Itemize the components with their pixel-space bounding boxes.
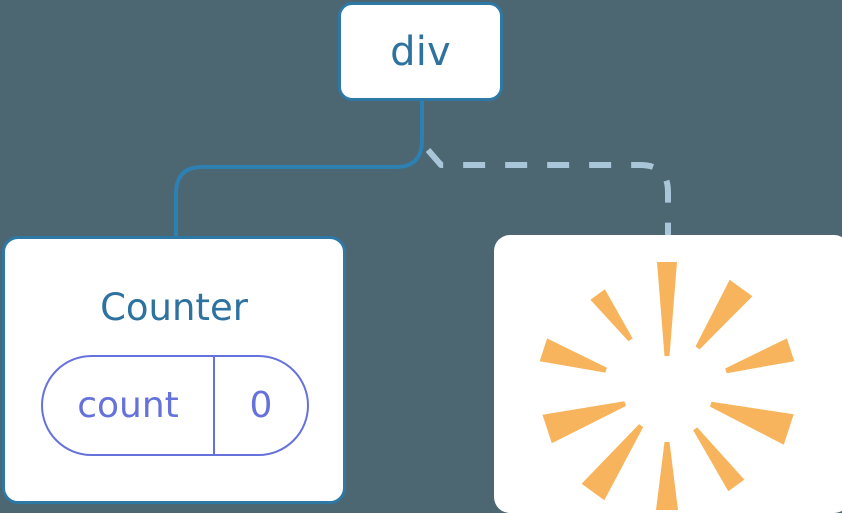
node-div[interactable]: div [338, 2, 503, 101]
state-pill-value: 0 [249, 384, 273, 426]
state-pill-value-cell: 0 [215, 357, 307, 454]
state-pill-key: count [77, 384, 179, 426]
burst-ray-5 [693, 427, 745, 492]
node-div-label: div [390, 28, 451, 75]
node-effect-burst[interactable] [494, 235, 842, 513]
burst-ray-9 [539, 338, 607, 373]
state-pill-count[interactable]: count 0 [41, 355, 309, 456]
edge-div-to-counter [174, 99, 424, 238]
burst-ray-1 [657, 262, 677, 356]
burst-ray-6 [656, 442, 678, 510]
node-counter-label: Counter [100, 286, 248, 329]
state-pill-key-cell: count [43, 357, 215, 454]
burst-ray-4 [710, 401, 794, 445]
burst-ray-7 [581, 424, 644, 501]
sparkle-burst-icon [539, 262, 795, 510]
burst-ray-8 [542, 401, 626, 444]
burst-ray-3 [725, 338, 795, 374]
burst-ray-10 [590, 289, 633, 342]
edge-div-to-effect [425, 148, 671, 236]
burst-ray-2 [695, 279, 753, 350]
